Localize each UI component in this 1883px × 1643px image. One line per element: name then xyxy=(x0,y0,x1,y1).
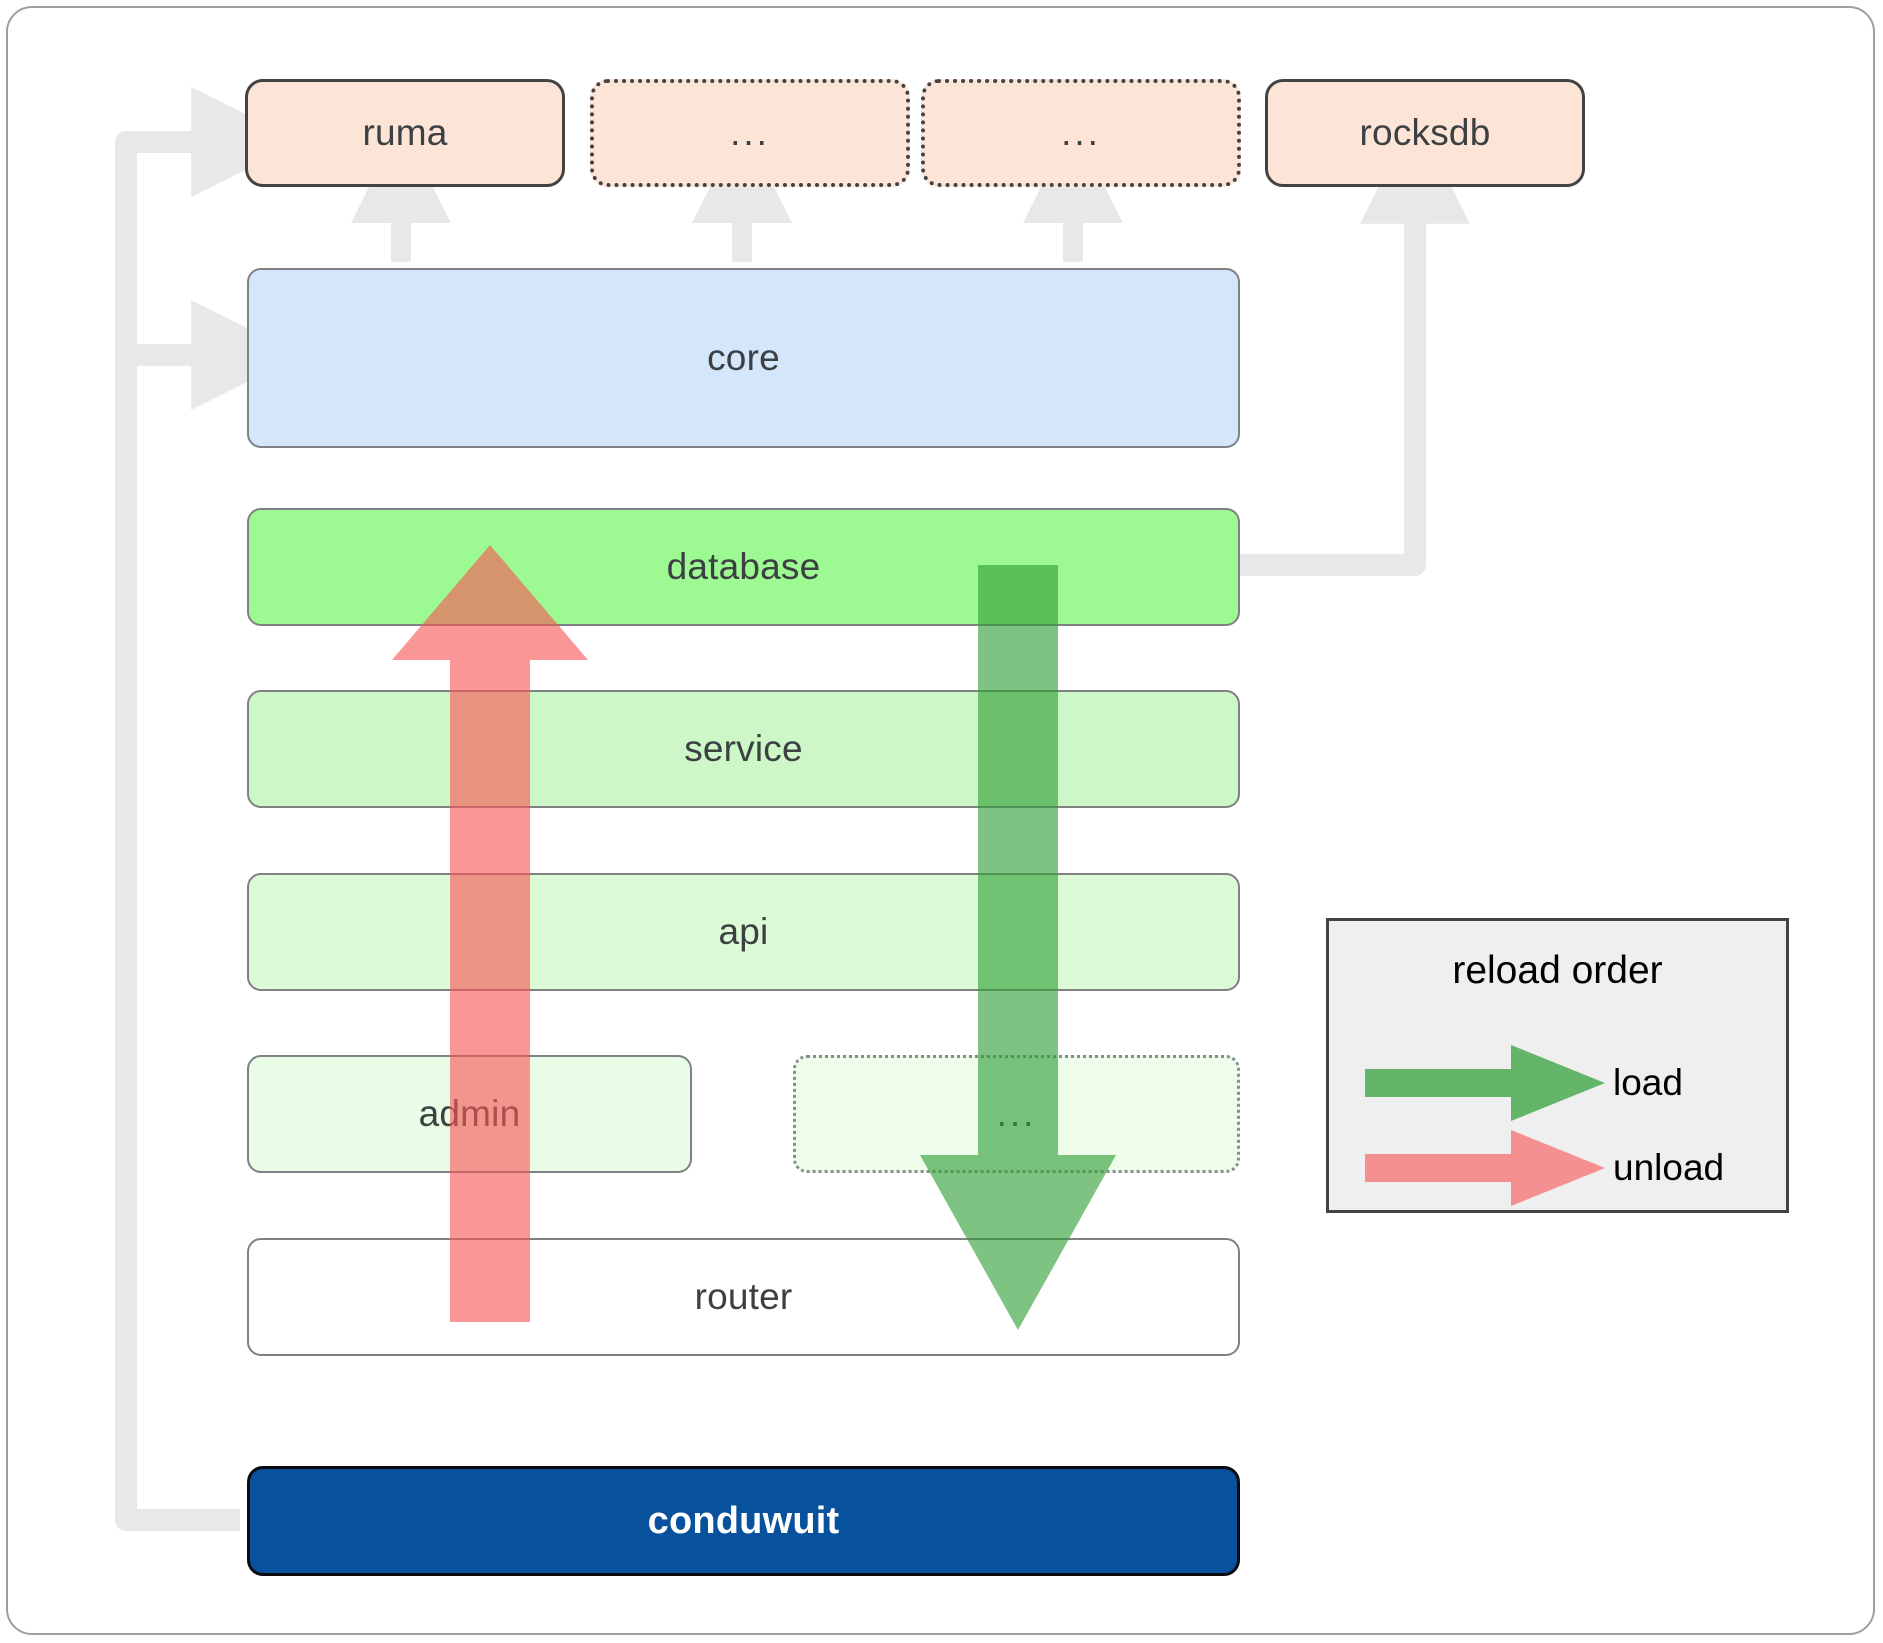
layer-label-dots-3: ... xyxy=(996,1093,1037,1134)
layer-label-service: service xyxy=(684,728,803,769)
dep-label-dots-2: ... xyxy=(1061,112,1101,153)
dep-box-dots-2[interactable]: ... xyxy=(921,79,1241,187)
legend-title: reload order xyxy=(1452,949,1663,992)
layer-box-api[interactable]: api xyxy=(247,873,1240,991)
layer-label-admin: admin xyxy=(418,1093,521,1134)
legend-label-load: load xyxy=(1613,1062,1683,1103)
legend-row-unload: unload xyxy=(1329,1128,1786,1208)
dep-box-dots-1[interactable]: ... xyxy=(590,79,910,187)
load-arrow-icon xyxy=(1365,1045,1605,1121)
legend-panel: reload order load unload xyxy=(1326,918,1789,1213)
layer-label-database: database xyxy=(666,546,821,587)
layer-box-router[interactable]: router xyxy=(247,1238,1240,1356)
dep-box-ruma[interactable]: ruma xyxy=(245,79,565,187)
app-label-conduwuit: conduwuit xyxy=(647,1499,840,1542)
dep-box-rocksdb[interactable]: rocksdb xyxy=(1265,79,1585,187)
app-box-conduwuit[interactable]: conduwuit xyxy=(247,1466,1240,1576)
layer-box-database[interactable]: database xyxy=(247,508,1240,626)
layer-label-core: core xyxy=(707,337,780,378)
diagram-frame xyxy=(6,6,1875,1635)
layer-box-dots-3[interactable]: ... xyxy=(793,1055,1240,1173)
layer-label-api: api xyxy=(718,911,769,952)
legend-row-load: load xyxy=(1329,1043,1786,1123)
dep-label-ruma: ruma xyxy=(362,112,448,153)
layer-box-service[interactable]: service xyxy=(247,690,1240,808)
layer-box-admin[interactable]: admin xyxy=(247,1055,692,1173)
layer-box-core[interactable]: core xyxy=(247,268,1240,448)
dep-label-rocksdb: rocksdb xyxy=(1359,112,1491,153)
legend-label-unload: unload xyxy=(1613,1147,1725,1188)
unload-arrow-icon xyxy=(1365,1130,1605,1206)
layer-label-router: router xyxy=(694,1276,793,1317)
dep-label-dots-1: ... xyxy=(730,112,770,153)
